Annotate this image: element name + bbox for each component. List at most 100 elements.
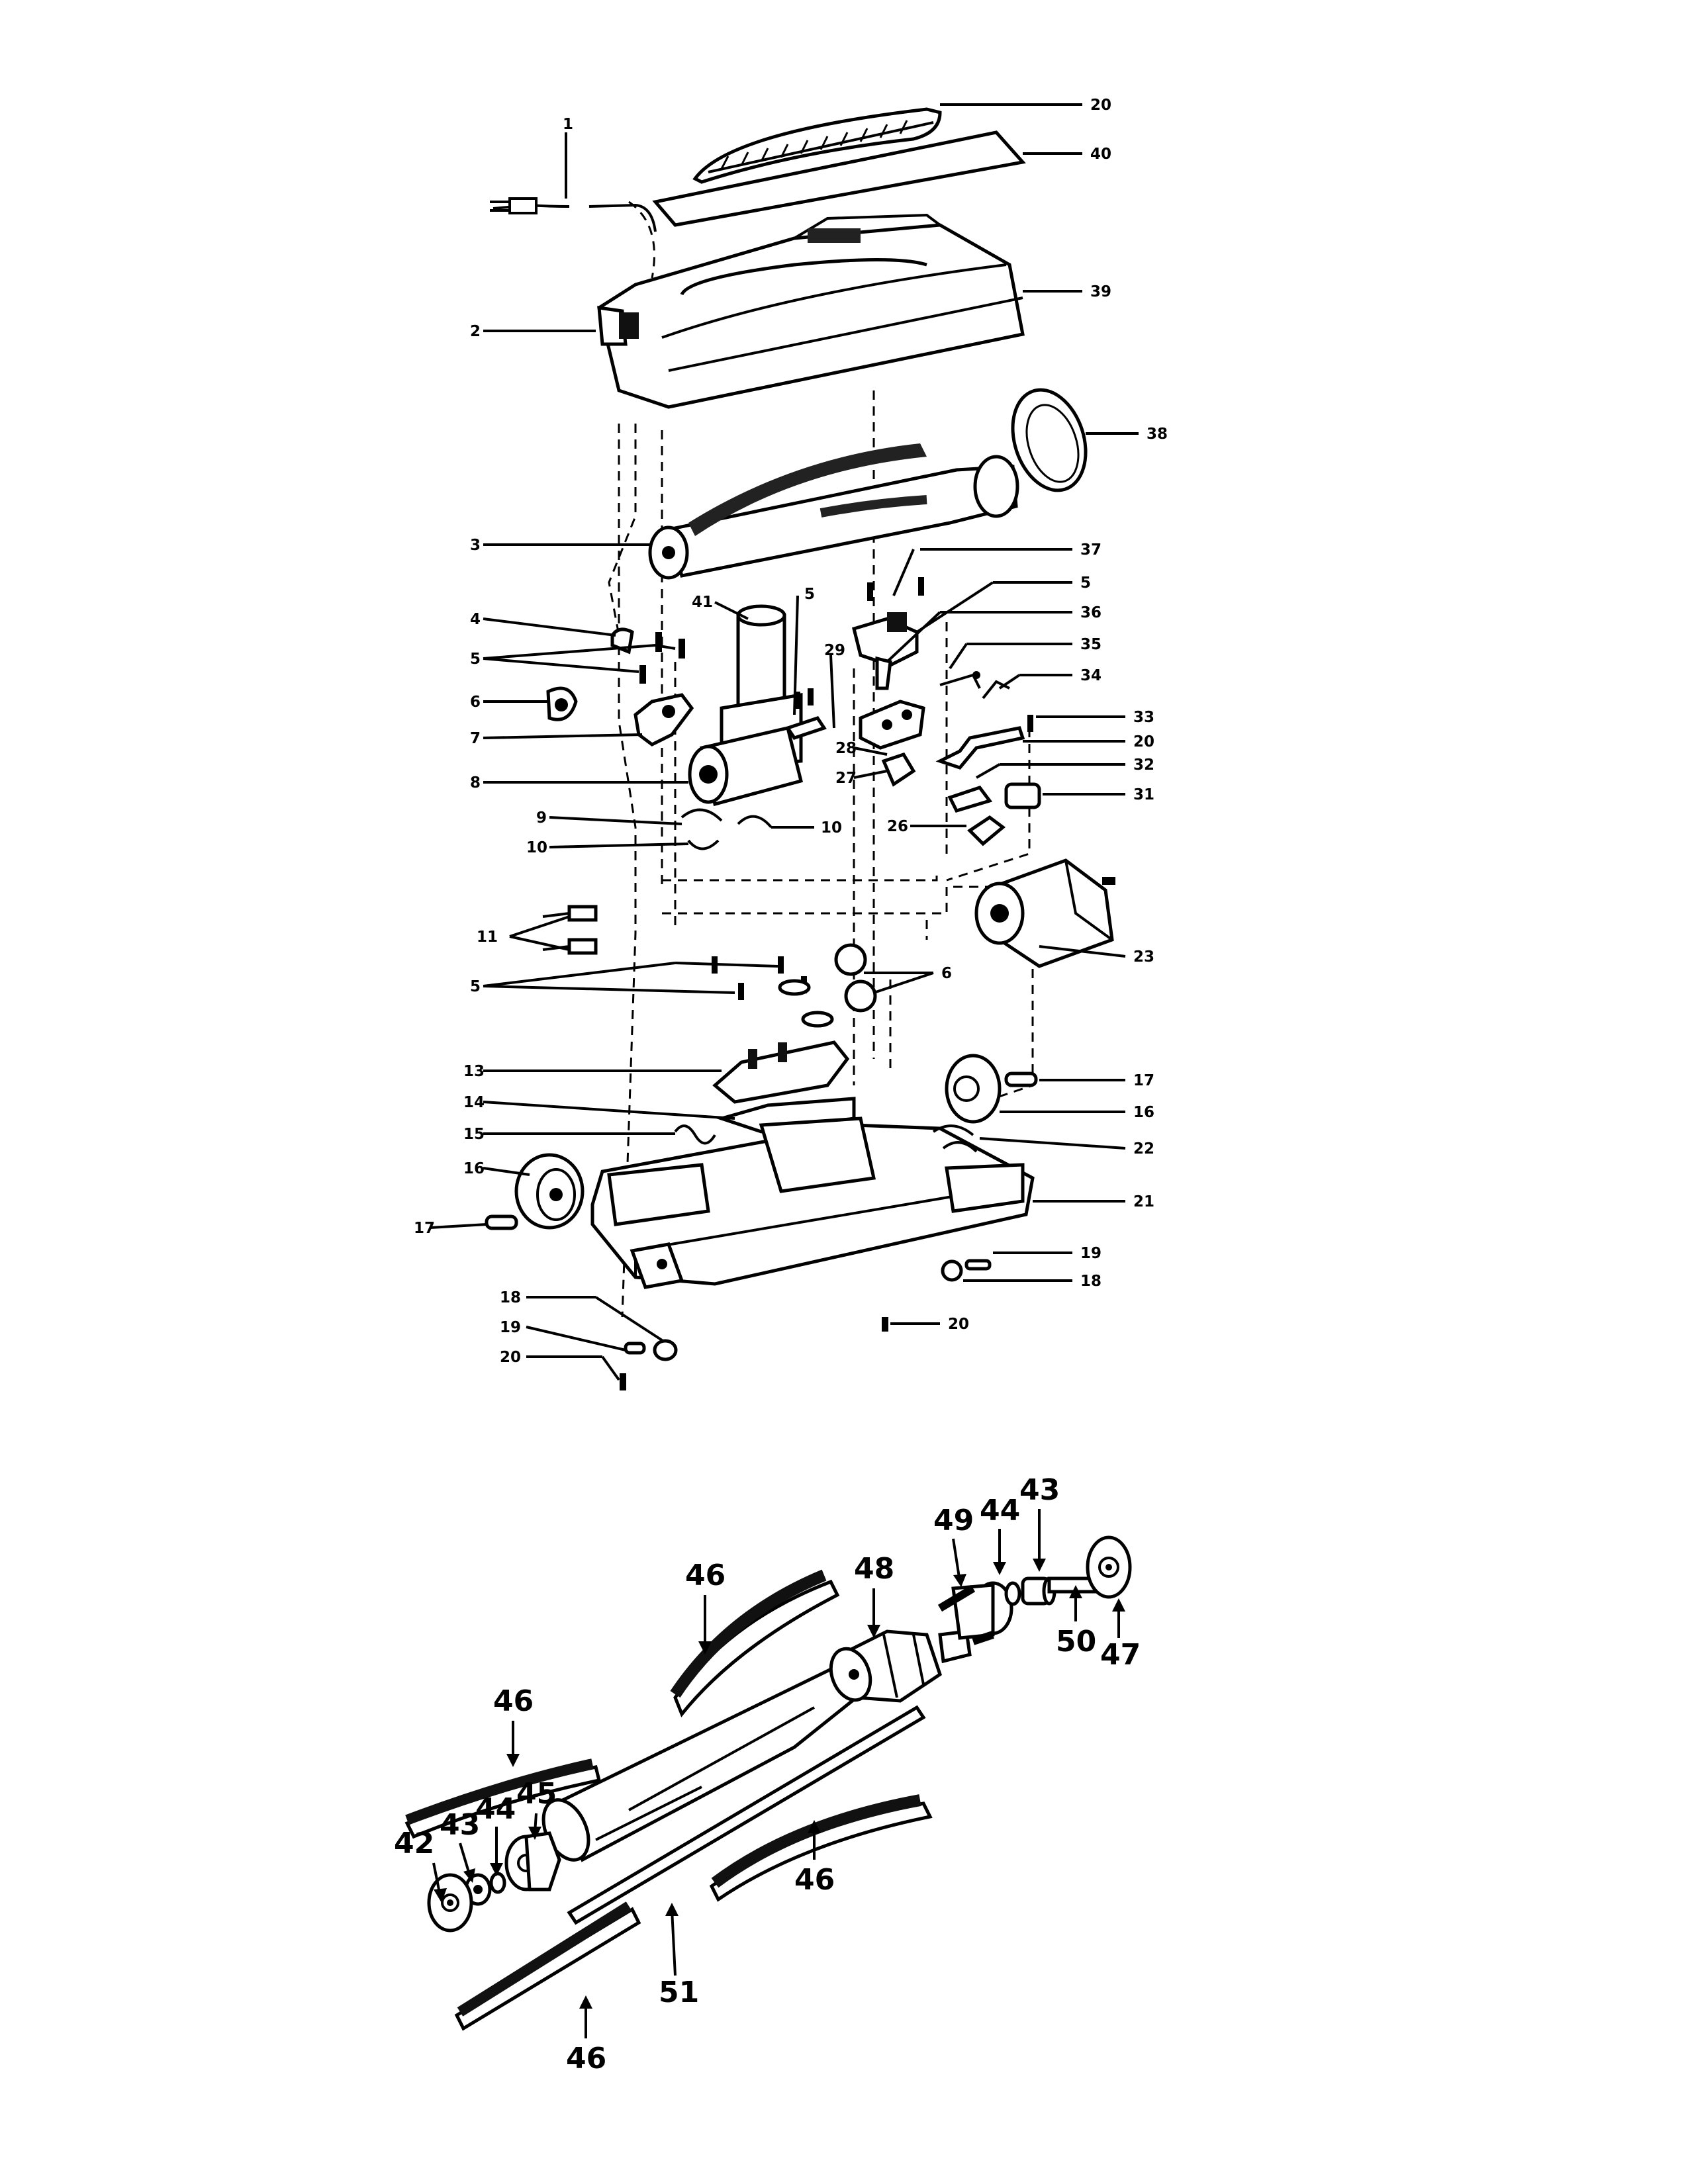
pedal-part-13	[712, 1040, 850, 1104]
switch-clip-part-27	[881, 752, 916, 787]
callout-6-right: 6	[941, 965, 952, 982]
callout-16-right: 16	[1133, 1104, 1154, 1121]
bristle-strip-part-46-bottom	[454, 1901, 641, 2031]
callout-5-left-bottom: 5	[470, 978, 481, 995]
brushroll-callout-leaders	[432, 1509, 1125, 2038]
callout-47: 47	[1100, 1638, 1141, 1672]
callout-43-left: 43	[440, 1808, 480, 1842]
callout-33: 34	[1080, 667, 1102, 684]
base-part-21	[590, 1116, 1035, 1289]
callout-34: 35	[1080, 636, 1102, 653]
callout-6-left: 6	[470, 694, 481, 711]
callout-4: 4	[470, 611, 481, 628]
callout-48: 48	[854, 1552, 894, 1586]
brushroll-assembly: 46 48 49 44 43 50 47 46 45 44 43 42 51 4…	[394, 1473, 1141, 2075]
bearing-part-49	[937, 1581, 1013, 1645]
callout-3: 3	[470, 537, 481, 554]
callout-15: 15	[463, 1126, 485, 1143]
callout-22: 22	[1133, 1140, 1154, 1158]
fasteners-lower-right	[882, 1259, 992, 1332]
callout-38: 39	[1090, 283, 1111, 300]
callout-20-right: 33	[1133, 709, 1154, 726]
callout-50: 50	[1056, 1625, 1096, 1659]
screw-part-20-upper	[1027, 715, 1033, 732]
axle-part-17-right	[1004, 1071, 1038, 1087]
connector-part-26	[967, 815, 1006, 846]
callout-9: 9	[536, 809, 547, 827]
callout-13: 13	[463, 1063, 485, 1080]
switch-part-31	[947, 786, 993, 813]
motor-part-23	[974, 858, 1115, 968]
terminals-part-11	[542, 905, 598, 955]
callout-40: 20	[1090, 97, 1111, 114]
bracket-part-7	[633, 693, 694, 747]
callout-5-center: 5	[804, 586, 815, 603]
switch-bracket-part-28	[859, 700, 925, 750]
bristle-strip-part-46-left	[404, 1758, 602, 1839]
bushings-part-6-right	[834, 943, 877, 1013]
callout-2: 2	[470, 323, 481, 340]
end-plate-part-47	[1086, 1535, 1132, 1599]
fuse-part-30	[1004, 782, 1041, 809]
callout-46-right: 46	[794, 1863, 835, 1897]
callout-18-right: 18	[1080, 1273, 1102, 1290]
callout-16-left: 16	[463, 1160, 485, 1177]
callout-23: 23	[1133, 948, 1154, 966]
spring-part-22	[932, 1124, 978, 1153]
callout-46-top: 46	[685, 1559, 726, 1592]
callout-46-bottom: 46	[566, 2042, 606, 2075]
end-plate-part-42	[427, 1873, 473, 1933]
bristle-strip-part-46-top	[670, 1569, 840, 1717]
callout-49: 49	[933, 1504, 974, 1537]
callout-31: 32	[1133, 756, 1154, 774]
callout-29: 29	[824, 642, 845, 659]
end-cap-part-48	[829, 1629, 972, 1703]
power-cord-part-1	[490, 197, 657, 232]
handle-grip-part-40	[692, 107, 942, 184]
callout-14: 14	[463, 1094, 485, 1111]
callout-1: 1	[563, 116, 573, 133]
axle-part-17-left	[485, 1214, 518, 1230]
washer-part-44-right	[1004, 1581, 1021, 1606]
callout-11: 11	[477, 929, 498, 946]
clip-part-29	[785, 688, 827, 740]
upper-assembly: 20 40 1 39 2 38 3 37 5 41 4 36 5 35 5 29…	[414, 97, 1168, 1390]
motor-housing-part-8	[688, 604, 804, 807]
callout-43-right: 43	[1019, 1473, 1060, 1507]
callout-27: 27	[835, 770, 857, 787]
brush-roll-part-3	[648, 443, 1019, 580]
callout-19-left: 19	[500, 1319, 521, 1336]
callout-21: 21	[1133, 1193, 1154, 1210]
washer-part-44-left	[489, 1872, 506, 1894]
wheel-part-16-left	[514, 1153, 585, 1230]
callout-20-left: 20	[500, 1349, 521, 1366]
callout-44-right: 44	[980, 1494, 1020, 1527]
upper-callout-leaders	[430, 103, 1139, 1381]
lever-part-14	[716, 1097, 856, 1134]
bushing-part-6-left	[546, 686, 578, 721]
callout-8: 8	[470, 774, 481, 792]
upper-callout-labels: 20 40 1 39 2 38 3 37 5 41 4 36 5 35 5 29…	[414, 97, 1168, 1366]
callout-45: 45	[516, 1777, 557, 1811]
callout-10-left: 10	[526, 839, 547, 856]
callout-7: 7	[470, 730, 481, 747]
wheel-part-16-right	[945, 1054, 1002, 1124]
callout-17-right: 17	[1133, 1072, 1154, 1089]
callout-19-right: 19	[1080, 1245, 1102, 1262]
springs-part-9-10	[680, 808, 773, 850]
callout-20-bottom-right: 20	[948, 1316, 969, 1333]
callout-18-left: 18	[500, 1289, 521, 1306]
callout-46-left: 46	[493, 1684, 534, 1718]
callout-39: 40	[1090, 146, 1111, 163]
spring-part-34	[939, 671, 981, 689]
callout-44-left: 44	[475, 1792, 516, 1826]
callout-35: 36	[1080, 604, 1102, 621]
hood-part-38	[597, 213, 1025, 409]
bumper-part-2	[597, 306, 639, 346]
bristle-strip-part-46-right	[709, 1794, 933, 1902]
belt-part-37	[1011, 388, 1088, 492]
callout-10-right: 10	[821, 819, 842, 837]
callout-26: 26	[887, 818, 908, 835]
callout-28: 28	[835, 740, 857, 757]
